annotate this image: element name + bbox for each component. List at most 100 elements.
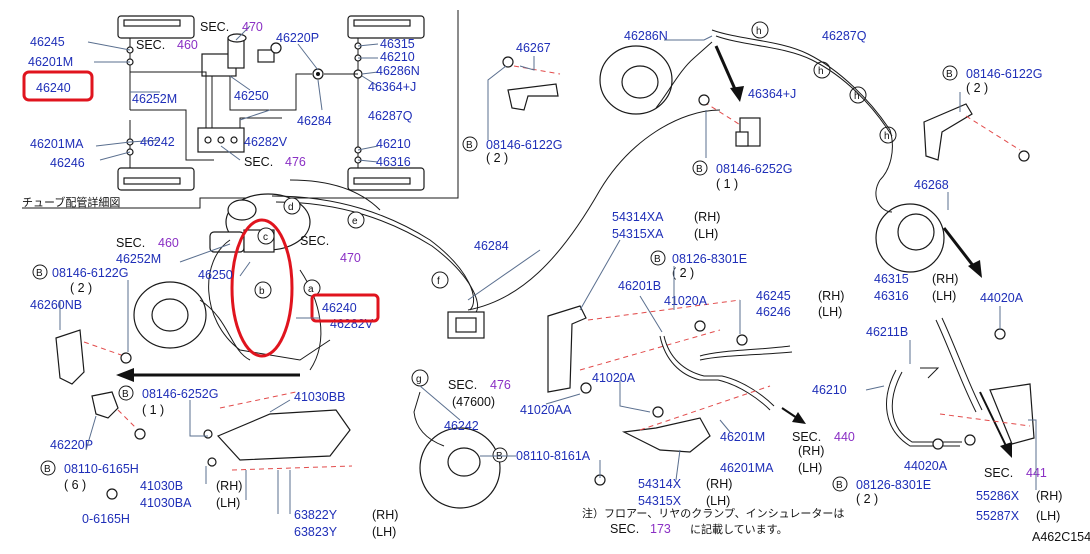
part-08146-6122g-a: 08146-6122G [486,138,562,152]
inset-sec-476: 476 [285,155,306,169]
callout-h4: h [884,131,890,142]
bolt-symbol-1: B [466,140,473,151]
inset-part-46201ma: 46201MA [30,137,84,151]
bolt-symbol-2: B [696,164,703,175]
note-line-2: に記載しています。 [690,522,788,536]
callout-h3: h [854,91,860,102]
part-41030bb: 41030BB [294,390,345,404]
inset-part-46245: 46245 [30,35,65,49]
part-46282v: 46282V [330,317,374,331]
part-44020a-a: 44020A [980,291,1024,305]
diagram-code: A462C154 [1032,530,1090,544]
lh-54315x: (LH) [706,494,730,508]
callout-a: a [308,284,314,295]
callout-e: e [352,216,358,227]
inset-part-46250: 46250 [234,89,269,103]
part-46211b: 46211B [866,325,908,339]
rh-41030b: (RH) [216,479,242,493]
bolt-symbol-7: B [36,268,43,279]
lh-54315xa: (LH) [694,227,718,241]
part-46201m: 46201M [720,430,765,444]
part-08146-6252g-b: 08146-6252G [142,387,218,401]
part-55287x: 55287X [976,509,1020,523]
inset-part-46246: 46246 [50,156,85,170]
part-46267: 46267 [516,41,551,55]
inset-sec-word-3: SEC. [244,155,273,169]
note-sec-word: SEC. [610,522,639,536]
center-hoses-area [547,299,793,486]
front-left-lower-area [55,329,501,509]
inset-caption: チューブ配管詳細図 [22,195,120,209]
rh-46315: (RH) [932,272,958,286]
callout-h2: h [818,66,824,77]
part-41020a-a: 41020A [664,294,708,308]
qty-2-d: ( 2 ) [856,492,878,506]
sec-440: 440 [834,430,855,444]
inset-part-46252m: 46252M [132,92,177,106]
part-41030ba: 41030BA [140,496,192,510]
part-labels: 46267 B 08146-6122G ( 2 ) 46286N 46287Q … [30,29,1090,544]
part-0-6165h: 0-6165H [82,512,130,526]
part-46242: 46242 [444,419,479,433]
inset-part-46282v: 46282V [244,135,288,149]
part-46220p: 46220P [50,438,93,452]
qty-1-b: ( 1 ) [142,403,164,417]
part-46364j: 46364+J [748,87,796,101]
rh-46245: (RH) [818,289,844,303]
qty-47600: (47600) [452,395,495,409]
inset-part-46220p: 46220P [276,31,319,45]
rh-55286x: (RH) [1036,489,1062,503]
right-rear-hose-area [886,317,1035,450]
part-46250: 46250 [198,268,233,282]
part-08126-8301e-a: 08126-8301E [672,252,747,266]
part-46316: 46316 [874,289,909,303]
inset-part-46201m: 46201M [28,55,73,69]
sec-476: 476 [490,378,511,392]
rh-63822y: (RH) [372,508,398,522]
callout-c: c [263,232,268,243]
note-sec-173: 173 [650,522,671,536]
qty-6: ( 6 ) [64,478,86,492]
part-54314xa: 54314XA [612,210,664,224]
part-46240: 46240 [322,301,357,315]
part-08110-8161a: 08110-8161A [516,449,591,463]
lh-46316: (LH) [932,289,956,303]
inset-part-46284: 46284 [297,114,332,128]
part-46268: 46268 [914,178,949,192]
sec-word-440: SEC. [792,430,821,444]
rear-axle-area [502,29,1030,273]
part-08146-6252g-a: 08146-6252G [716,162,792,176]
inset-part-46210-b: 46210 [376,137,411,151]
lh-46201ma: (LH) [798,461,822,475]
note-line-1: 注）フロアー、リヤのクランプ、インシュレーターは [582,506,844,520]
part-44020a-b: 44020A [904,459,948,473]
part-46287q: 46287Q [822,29,867,43]
bolt-symbol-9: B [44,464,51,475]
part-46252m: 46252M [116,252,161,266]
highlight-46240 [310,293,380,323]
inset-part-46315: 46315 [380,37,415,51]
callout-f: f [437,276,440,287]
callout-b: b [259,286,265,297]
part-46286n: 46286N [624,29,668,43]
part-08146-6122g-c: 08146-6122G [52,266,128,280]
rh-54314x: (RH) [706,477,732,491]
lh-46246: (LH) [818,305,842,319]
part-08126-8301e-b: 08126-8301E [856,478,931,492]
part-46245: 46245 [756,289,791,303]
inset-part-46210: 46210 [380,50,415,64]
sec-word-470: SEC. [300,234,329,248]
sec-470: 470 [340,251,361,265]
highlight-tube-ellipse [230,218,294,358]
callout-h1: h [756,26,762,37]
sec-word-460: SEC. [116,236,145,250]
bolt-symbol-5: B [836,480,843,491]
qty-2-a: ( 2 ) [486,151,508,165]
sec-word-441: SEC. [984,466,1013,480]
inset-piping-detail: 46245 SEC. 460 46201M 46240 46252M 46250… [22,10,459,209]
part-41030b: 41030B [140,479,183,493]
part-46201ma: 46201MA [720,461,774,475]
bolt-symbol-3: B [946,69,953,80]
part-41020aa: 41020AA [520,403,572,417]
